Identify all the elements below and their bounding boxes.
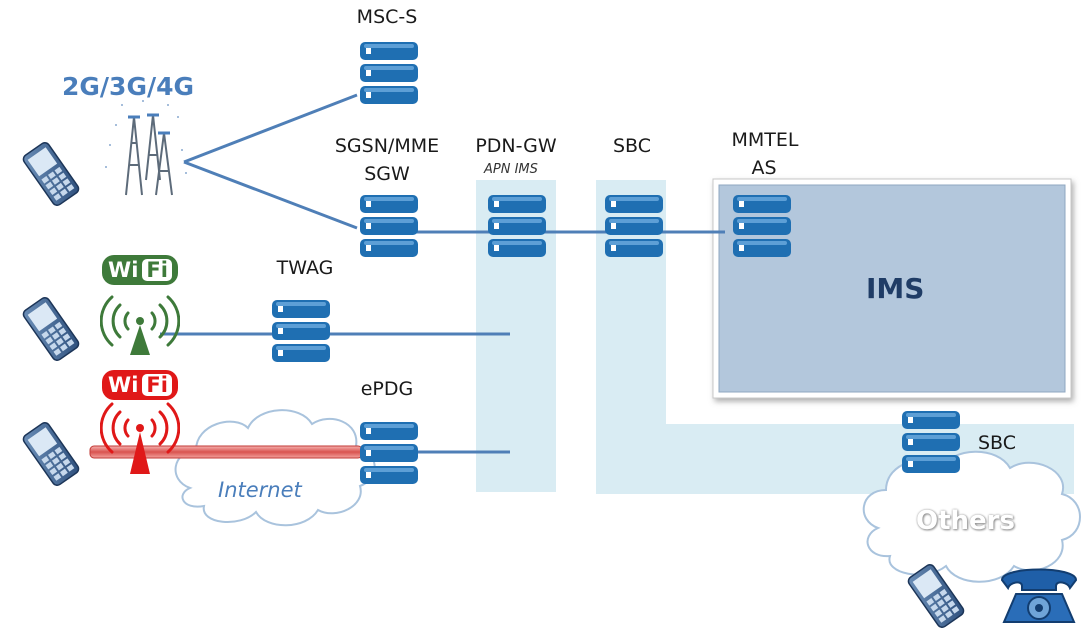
cell-tower-icon xyxy=(105,100,187,196)
sgsn-mme-label: SGSN/MME xyxy=(334,135,440,157)
epdg-server-icon xyxy=(360,422,418,484)
wifi-trusted-antenna-icon xyxy=(100,295,180,355)
sbc-others-server-icon xyxy=(902,411,960,473)
mmtel-label: MMTEL xyxy=(731,129,799,151)
mobile-phone-others-icon xyxy=(907,564,965,628)
msc-s-server-icon xyxy=(360,42,418,104)
access-tech-label: 2G/3G/4G xyxy=(62,72,195,101)
wifi-fi-label: Fi xyxy=(142,259,172,281)
epdg-label: ePDG xyxy=(360,378,414,400)
wifi-untrusted-badge: Wi Fi xyxy=(102,370,178,400)
ims-title: IMS xyxy=(866,272,925,305)
pdn-gw-server-icon xyxy=(488,195,546,257)
wifi-wi-label: Wi xyxy=(108,258,139,282)
mobile-phone-trusted-wifi-icon xyxy=(22,297,80,361)
twag-server-icon xyxy=(272,300,330,362)
wifi-wi-label: Wi xyxy=(108,373,139,397)
sbc-others-label: SBC xyxy=(977,432,1017,454)
wifi-fi-label: Fi xyxy=(142,374,172,396)
sgw-label: SGW xyxy=(364,163,410,185)
mobile-phone-untrusted-wifi-icon xyxy=(22,422,80,486)
twag-label: TWAG xyxy=(276,257,334,279)
wifi-trusted-badge: Wi Fi xyxy=(102,255,178,285)
as-label: AS xyxy=(751,157,777,179)
sbc-core-server-icon xyxy=(605,195,663,257)
pdn-gw-label: PDN-GW xyxy=(475,135,557,157)
internet-cloud xyxy=(174,409,376,527)
apn-ims-label: APN IMS xyxy=(484,162,538,177)
sbc-core-label: SBC xyxy=(612,135,652,157)
mobile-phone-cellular-icon xyxy=(22,142,80,206)
others-label: Others xyxy=(916,506,1015,536)
mmtel-server-icon xyxy=(733,195,791,257)
msc-s-label: MSC-S xyxy=(356,6,418,28)
desk-phone-icon xyxy=(1000,568,1078,623)
wifi-untrusted-antenna-icon xyxy=(100,402,180,474)
link-lines xyxy=(160,93,725,454)
sgsn-server-icon xyxy=(360,195,418,257)
internet-label: Internet xyxy=(218,478,302,502)
